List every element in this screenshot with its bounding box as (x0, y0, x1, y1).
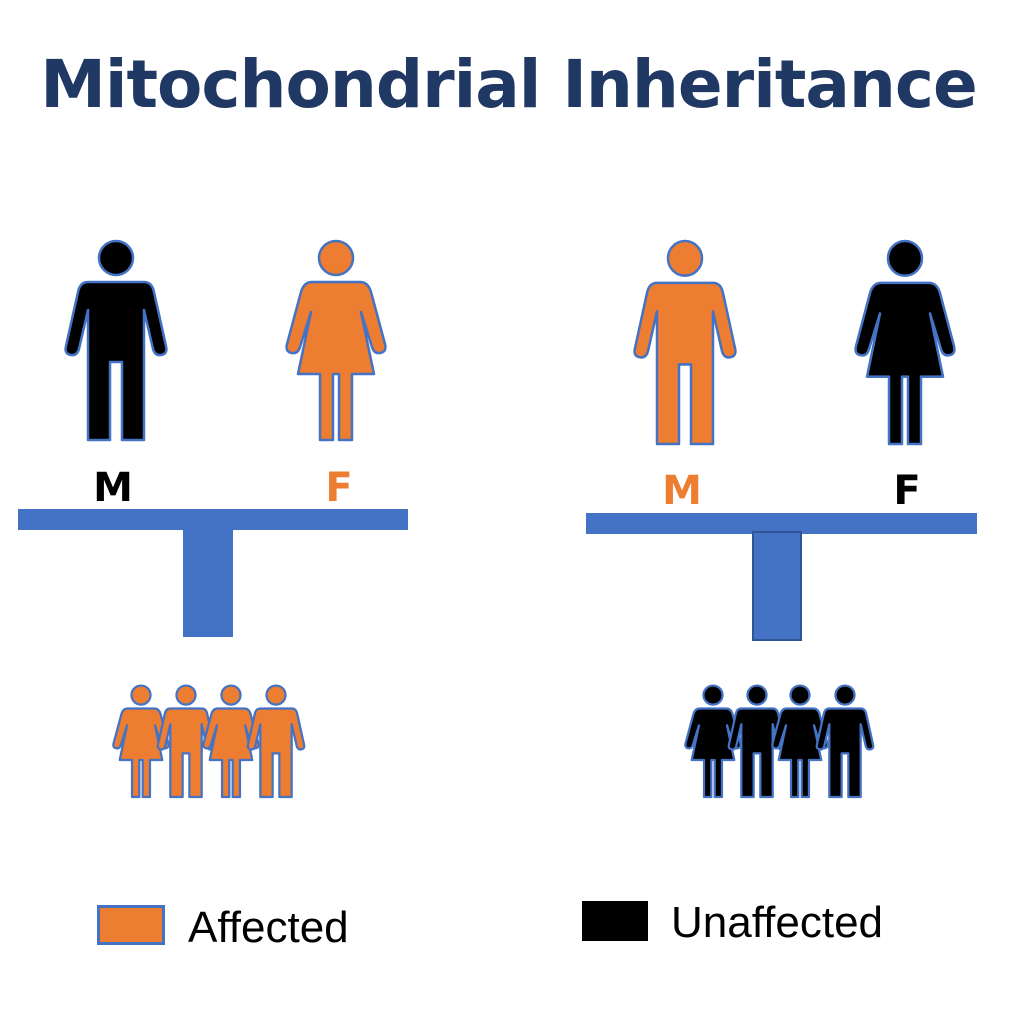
mother-figure-left (285, 239, 387, 442)
legend-affected-swatch (97, 905, 165, 945)
descent-line-left (183, 530, 233, 637)
mother-label-right: F (893, 468, 921, 514)
child-figure (815, 684, 875, 799)
mother-label-left: F (325, 465, 353, 511)
pedigree-left (18, 239, 408, 799)
children-group-right (684, 684, 875, 799)
marriage-line-right (586, 513, 977, 534)
legend-affected-label: Affected (188, 903, 349, 952)
legend-unaffected-label: Unaffected (671, 898, 884, 947)
legend-unaffected-swatch (582, 901, 648, 941)
father-label-right: M (662, 468, 702, 514)
father-figure-right (633, 239, 737, 446)
pedigree-right (586, 239, 977, 799)
child-figure (246, 684, 306, 799)
marriage-line-left (18, 509, 408, 530)
diagram-title: Mitochondrial Inheritance (40, 46, 978, 123)
mother-figure-right (854, 239, 956, 446)
father-figure-left (64, 239, 168, 442)
children-group-left (112, 684, 306, 799)
descent-line-right (752, 531, 802, 641)
father-label-left: M (93, 465, 133, 511)
